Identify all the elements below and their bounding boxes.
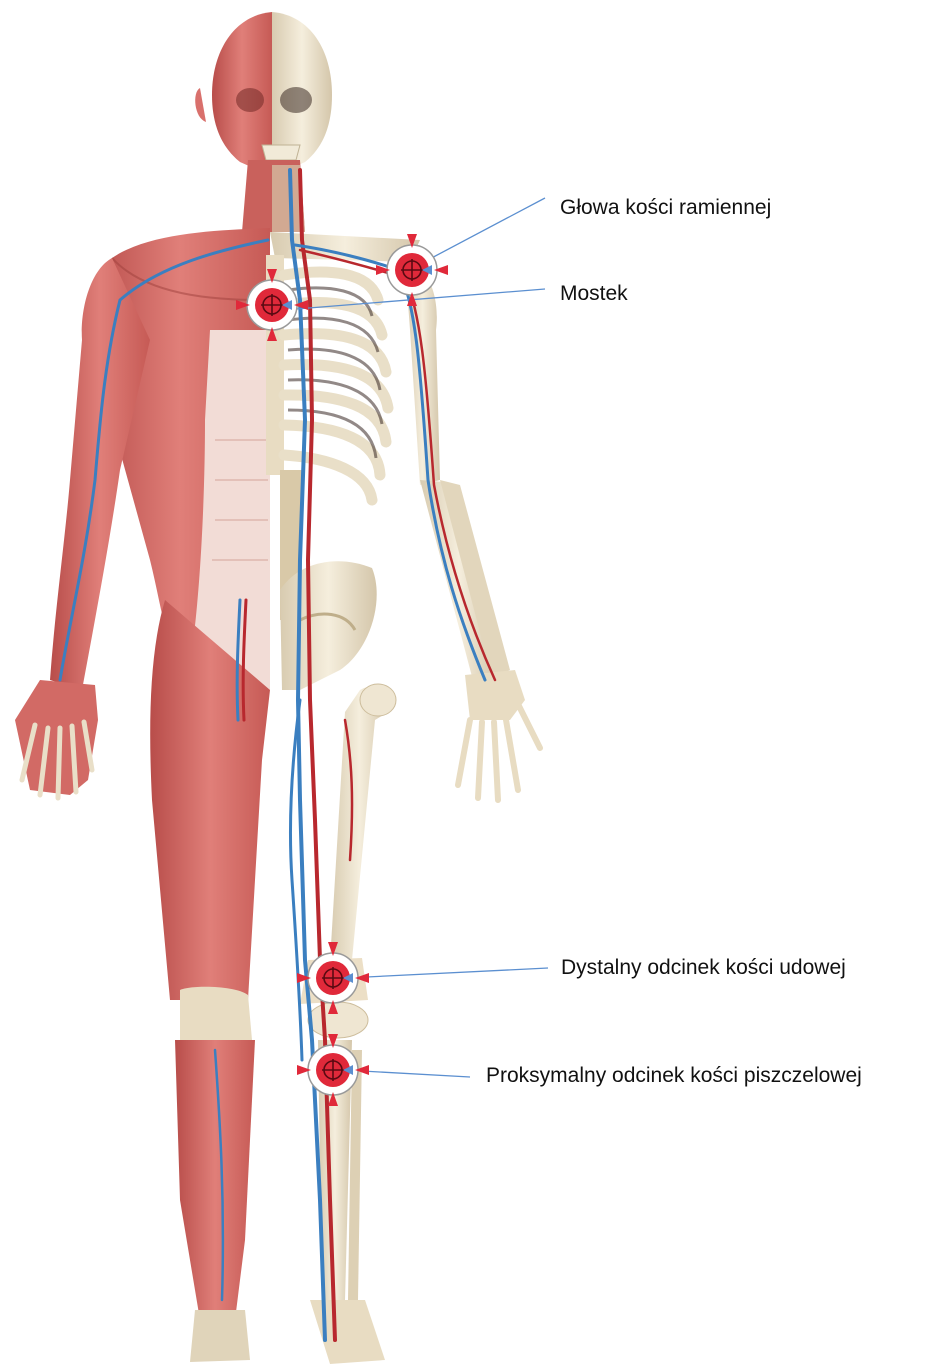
label-distal-femur: Dystalny odcinek kości udowej (561, 957, 846, 978)
label-humeral-head: Głowa kości ramiennej (560, 197, 771, 218)
muscle-left-leg (150, 600, 270, 1362)
leader-line-distal-femur (346, 968, 548, 978)
skeleton-right-arm (405, 262, 540, 800)
human-body-illustration (15, 12, 540, 1364)
label-proximal-tibia: Proksymalny odcinek kości piszczelowej (486, 1065, 862, 1086)
label-sternum: Mostek (560, 283, 628, 304)
leader-line-humeral-head (424, 198, 545, 262)
head (195, 12, 332, 172)
muscle-left-arm (15, 258, 150, 798)
